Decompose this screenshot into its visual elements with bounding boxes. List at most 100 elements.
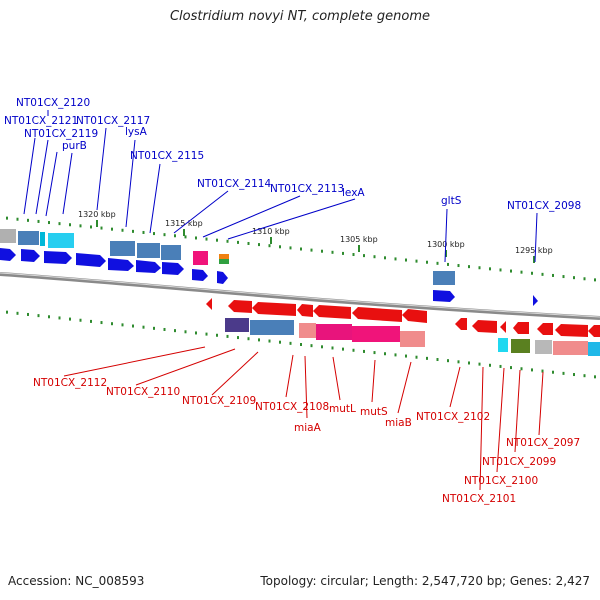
scale-dot (541, 369, 544, 373)
gene-arrow (136, 260, 161, 273)
scale-dot (468, 265, 470, 269)
scale-dot (289, 246, 292, 250)
feature-box (316, 324, 352, 340)
scale-major-tick (96, 220, 98, 227)
scale-dot (478, 266, 481, 270)
scale-dot (100, 226, 103, 230)
scale-dot (289, 341, 292, 345)
gene-label: NT01CX_2102 (416, 411, 490, 423)
gene-arrow (76, 253, 106, 267)
gene-arrow (433, 290, 455, 302)
scale-dot (468, 361, 470, 365)
scale-dot (447, 262, 449, 266)
gene-arrow (44, 251, 72, 264)
gene-arrow (228, 300, 252, 313)
scale-dot (373, 351, 376, 355)
scale-dot (342, 347, 344, 351)
scale-dot (531, 368, 533, 372)
feature-box (535, 340, 552, 354)
scale-dot (300, 343, 302, 346)
feature-box (48, 233, 74, 248)
scale-dot (363, 254, 365, 258)
scale-dot (573, 276, 575, 280)
gene-label: NT01CX_2098 (507, 200, 581, 212)
gene-arrow (352, 307, 402, 322)
scale-dot (457, 264, 460, 268)
scale-dot (111, 227, 113, 231)
scale-dot (69, 223, 71, 227)
scale-dot (331, 250, 334, 254)
scale-dot (48, 221, 50, 225)
scale-dot (279, 340, 281, 344)
scale-dot (415, 259, 418, 263)
gene-label: NT01CX_2112 (33, 377, 107, 389)
feature-box (352, 326, 400, 342)
scale-dot (142, 325, 145, 329)
scale-label: 1305 kbp (340, 235, 378, 244)
scale-dot (384, 256, 386, 260)
feature-box (250, 320, 294, 335)
scale-dot (58, 222, 61, 226)
scale-label: 1295 kbp (515, 246, 553, 255)
scale-dot (247, 241, 250, 245)
scale-dot (279, 245, 281, 249)
gene-label: miaA (294, 422, 322, 434)
scale-dot (552, 370, 554, 374)
scale-major-tick (445, 250, 447, 257)
scale-dot (510, 366, 512, 370)
scale-dot (121, 323, 124, 327)
gene-label: NT01CX_2113 (270, 183, 344, 195)
feature-box (299, 323, 316, 338)
gene-label: NT01CX_2109 (182, 395, 256, 407)
gene-arrow (588, 325, 600, 337)
scale-dot (436, 358, 439, 362)
reverse-strand-genes (206, 298, 600, 337)
scale-dot (132, 324, 134, 328)
scale-dot (153, 326, 155, 330)
gene-label: NT01CX_2120 (16, 97, 90, 109)
scale-dot (174, 234, 176, 238)
scale-dot (594, 375, 596, 379)
scale-dot (499, 364, 502, 368)
gene-label: purB (62, 140, 87, 152)
scale-dot (216, 238, 218, 242)
gene-label: miaB (385, 417, 412, 429)
forward-strand-genes (0, 248, 538, 306)
feature-box (400, 331, 425, 347)
scale-dot (90, 225, 92, 229)
gene-label: NT01CX_2099 (482, 456, 556, 468)
scale-dot (583, 277, 586, 281)
scale-major-tick (358, 245, 360, 252)
scale-dot (363, 349, 365, 353)
gene-label: NT01CX_2101 (442, 493, 516, 505)
scale-dot (79, 224, 82, 228)
gene-arrow (537, 323, 553, 335)
scale-dot (111, 322, 113, 326)
gene-arrow (0, 248, 16, 261)
feature-box (588, 342, 600, 356)
feature-box (219, 254, 229, 259)
gene-label: NT01CX_2100 (464, 475, 538, 487)
scale-dot (163, 327, 166, 331)
feature-box (40, 232, 45, 246)
gene-arrow (500, 321, 506, 333)
scale-label: 1320 kbp (78, 210, 116, 219)
genome-backbone (0, 272, 600, 320)
scale-major-tick (533, 256, 535, 263)
scale-dot (37, 219, 40, 223)
scale-dot (478, 362, 481, 366)
scale-label: 1310 kbp (252, 227, 290, 236)
gene-arrow (252, 302, 296, 316)
scale-dot (499, 268, 502, 272)
scale-dot (163, 233, 166, 237)
scale-dot (510, 269, 512, 273)
scale-dot (384, 352, 386, 356)
gene-arrow (108, 258, 134, 271)
scale-dot (405, 258, 407, 262)
gene-label: NT01CX_2115 (130, 150, 204, 162)
gene-arrow (192, 269, 208, 281)
scale-dot (426, 356, 428, 360)
gene-label: NT01CX_2119 (24, 128, 98, 140)
gene-arrow (455, 318, 467, 330)
